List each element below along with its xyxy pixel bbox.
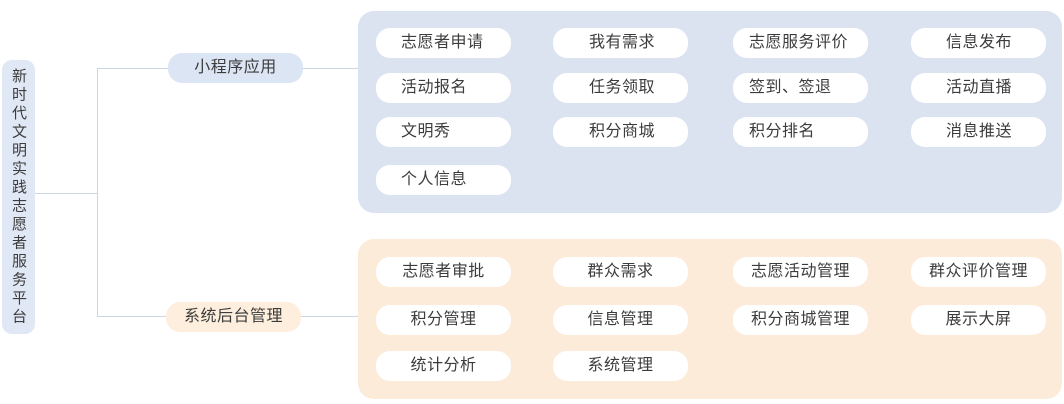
feature-pill: 文明秀 (376, 117, 511, 147)
platform-root-label: 新时代文明实践志愿者服务平台 (10, 67, 27, 327)
backend-panel: 志愿者审批 群众需求 志愿活动管理 群众评价管理积分管理 信息管理 积分商城管理 展示大屏统… (358, 239, 1062, 399)
feature-pill: 任务领取 (553, 73, 688, 103)
feature-pill: 活动报名 (376, 73, 511, 103)
feature-pill: 群众评价管理 (911, 257, 1046, 287)
mini-program-panel: 志愿者申请 我有需求 志愿服务评价 信息发布活动报名 任务领取 签到、签退 活动直播文明秀 积… (358, 11, 1062, 213)
feature-pill: 志愿者申请 (376, 28, 511, 58)
connector-line-mini-left (97, 68, 168, 69)
connector-line-admin-right (301, 316, 358, 317)
feature-pill: 信息管理 (553, 305, 688, 335)
feature-pill: 积分管理 (376, 305, 511, 335)
feature-pill: 活动直播 (911, 73, 1046, 103)
feature-pill: 积分商城管理 (733, 305, 868, 335)
connector-line-mini-right (303, 68, 358, 69)
feature-pill: 系统管理 (553, 351, 688, 381)
feature-pill: 积分商城 (553, 117, 688, 147)
feature-pill: 志愿服务评价 (733, 28, 868, 58)
feature-pill: 统计分析 (376, 351, 511, 381)
connector-line-root (35, 193, 97, 194)
feature-pill: 消息推送 (911, 117, 1046, 147)
branch-node-backend: 系统后台管理 (166, 302, 301, 332)
feature-pill: 签到、签退 (733, 73, 868, 103)
feature-pill: 个人信息 (376, 165, 511, 195)
feature-pill: 我有需求 (553, 28, 688, 58)
feature-pill: 信息发布 (911, 28, 1046, 58)
feature-pill: 志愿者审批 (376, 257, 511, 287)
platform-root-node: 新时代文明实践志愿者服务平台 (2, 60, 35, 334)
connector-line-trunk (97, 68, 98, 317)
feature-pill: 群众需求 (553, 257, 688, 287)
connector-line-admin-left (97, 316, 166, 317)
feature-pill: 展示大屏 (911, 305, 1046, 335)
feature-pill: 志愿活动管理 (733, 257, 868, 287)
branch-node-mini-program: 小程序应用 (168, 53, 303, 83)
feature-pill: 积分排名 (733, 117, 868, 147)
